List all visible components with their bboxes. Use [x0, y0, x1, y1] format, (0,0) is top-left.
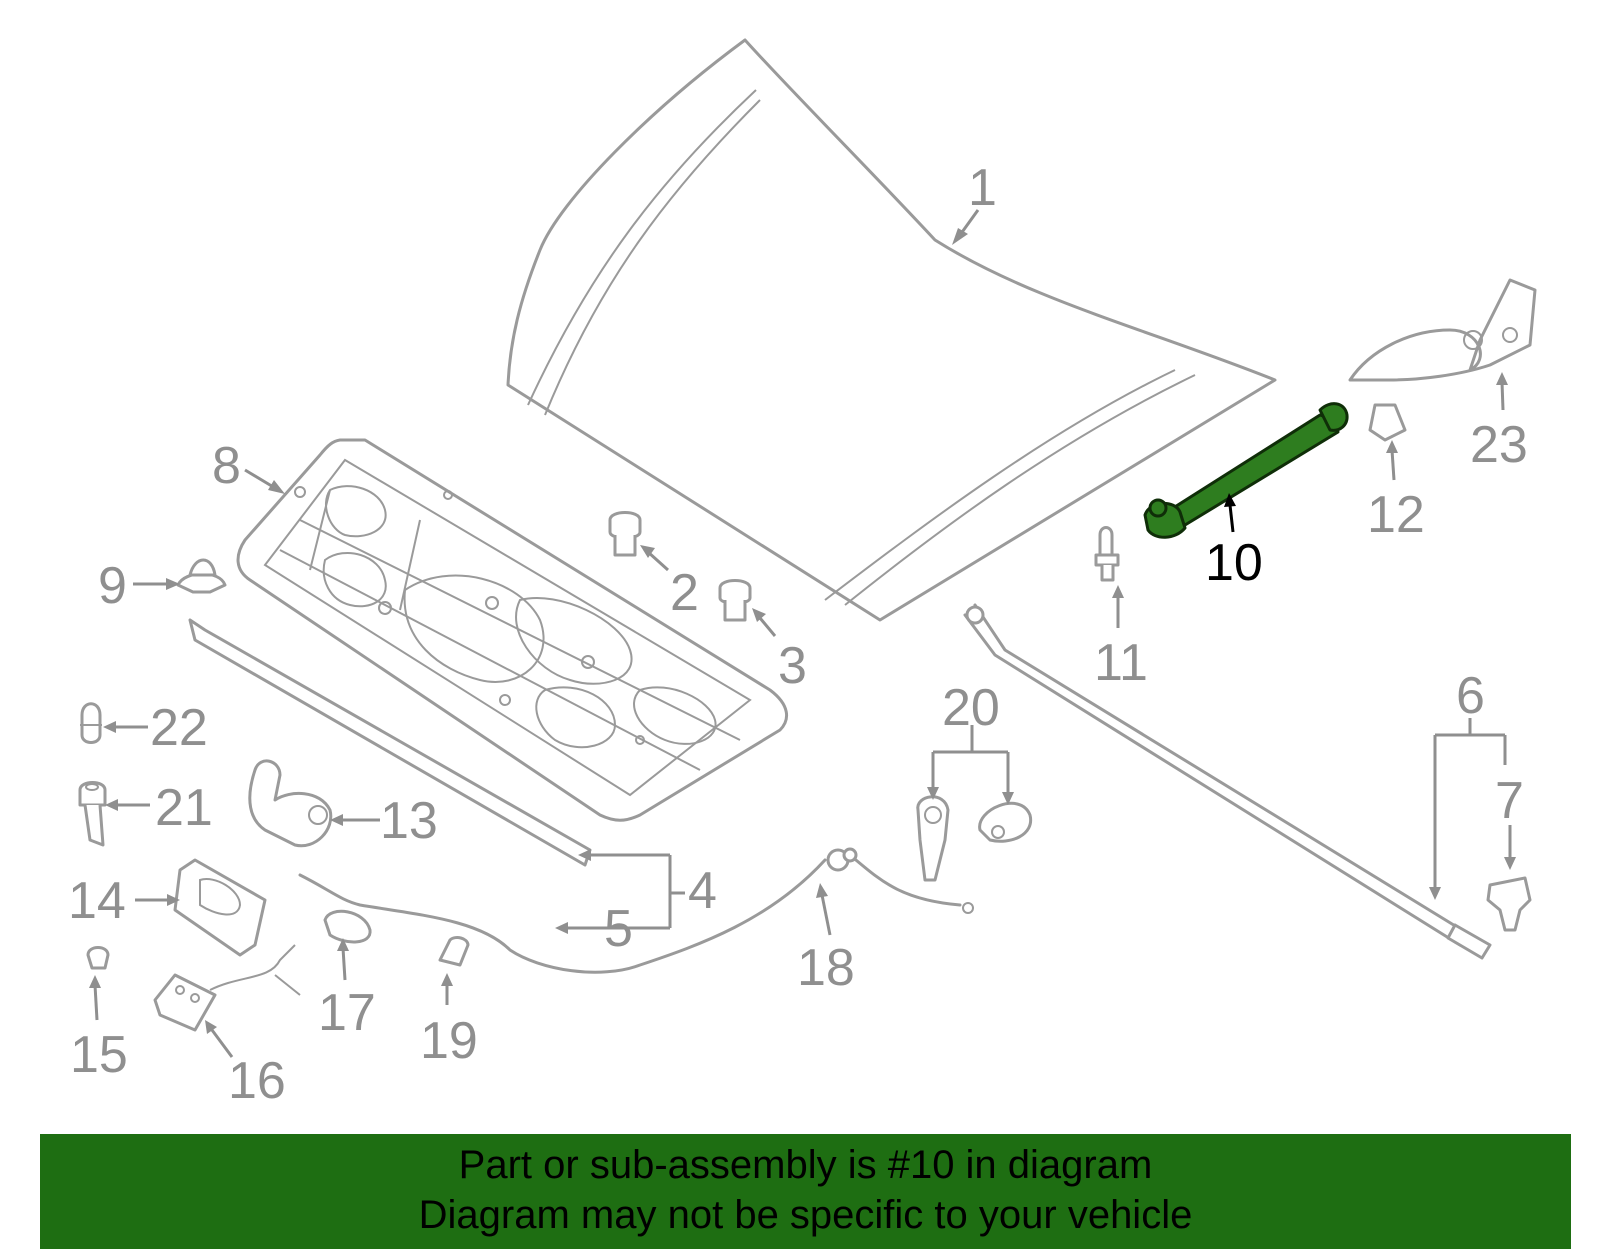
hood-latch-13 — [248, 759, 333, 848]
callout-8: 8 — [212, 437, 241, 495]
release-cable-18 — [298, 847, 974, 974]
clip-12 — [1368, 403, 1407, 442]
callout-5: 5 — [604, 900, 633, 958]
latch-cover-14 — [173, 858, 267, 957]
callout-10[interactable]: 10 — [1205, 534, 1263, 592]
callout-15: 15 — [70, 1026, 128, 1084]
leader-lines — [89, 209, 1516, 1058]
callout-22: 22 — [150, 699, 208, 757]
support-rod-6 — [963, 603, 1492, 960]
banner-line-1: Part or sub-assembly is #10 in diagram — [458, 1143, 1153, 1187]
release-handle-20 — [916, 795, 1033, 882]
grommet-21 — [78, 781, 107, 847]
callout-16: 16 — [228, 1052, 286, 1110]
callout-21: 21 — [155, 779, 213, 837]
hood-inner-panel — [236, 438, 789, 822]
gas-strut-10-highlighted[interactable] — [1143, 402, 1349, 539]
hood-panel — [506, 38, 1277, 622]
rod-clip-7 — [1486, 876, 1532, 932]
clip-9 — [176, 558, 227, 594]
callout-11: 11 — [1094, 634, 1148, 692]
callout-13: 13 — [380, 792, 438, 850]
hood-switch-16 — [153, 944, 301, 1032]
callout-19: 19 — [420, 1012, 478, 1070]
bolt-11 — [1094, 526, 1120, 582]
clip-15 — [86, 946, 110, 970]
info-banner: Part or sub-assembly is #10 in diagram D… — [40, 1134, 1571, 1249]
hood-bumper-3 — [718, 579, 752, 622]
callout-3: 3 — [778, 637, 807, 695]
callout-23: 23 — [1470, 416, 1528, 474]
banner-line-2: Diagram may not be specific to your vehi… — [418, 1193, 1193, 1237]
callout-6: 6 — [1456, 667, 1485, 725]
hood-bumper-2 — [608, 511, 642, 557]
callout-18: 18 — [797, 939, 855, 997]
callout-7: 7 — [1495, 772, 1524, 830]
callout-20: 20 — [942, 679, 1000, 737]
callout-2: 2 — [670, 564, 699, 622]
callout-14: 14 — [68, 872, 126, 930]
callout-4: 4 — [688, 862, 717, 920]
handle-17 — [323, 909, 372, 944]
clip-19 — [438, 936, 470, 967]
callout-12: 12 — [1367, 486, 1425, 544]
callout-17: 17 — [318, 984, 376, 1042]
callout-9: 9 — [98, 557, 127, 615]
plug-22 — [80, 702, 102, 744]
highlight-leader — [1224, 493, 1236, 533]
callout-1: 1 — [968, 159, 997, 217]
hinge-bracket-23 — [1348, 278, 1537, 382]
